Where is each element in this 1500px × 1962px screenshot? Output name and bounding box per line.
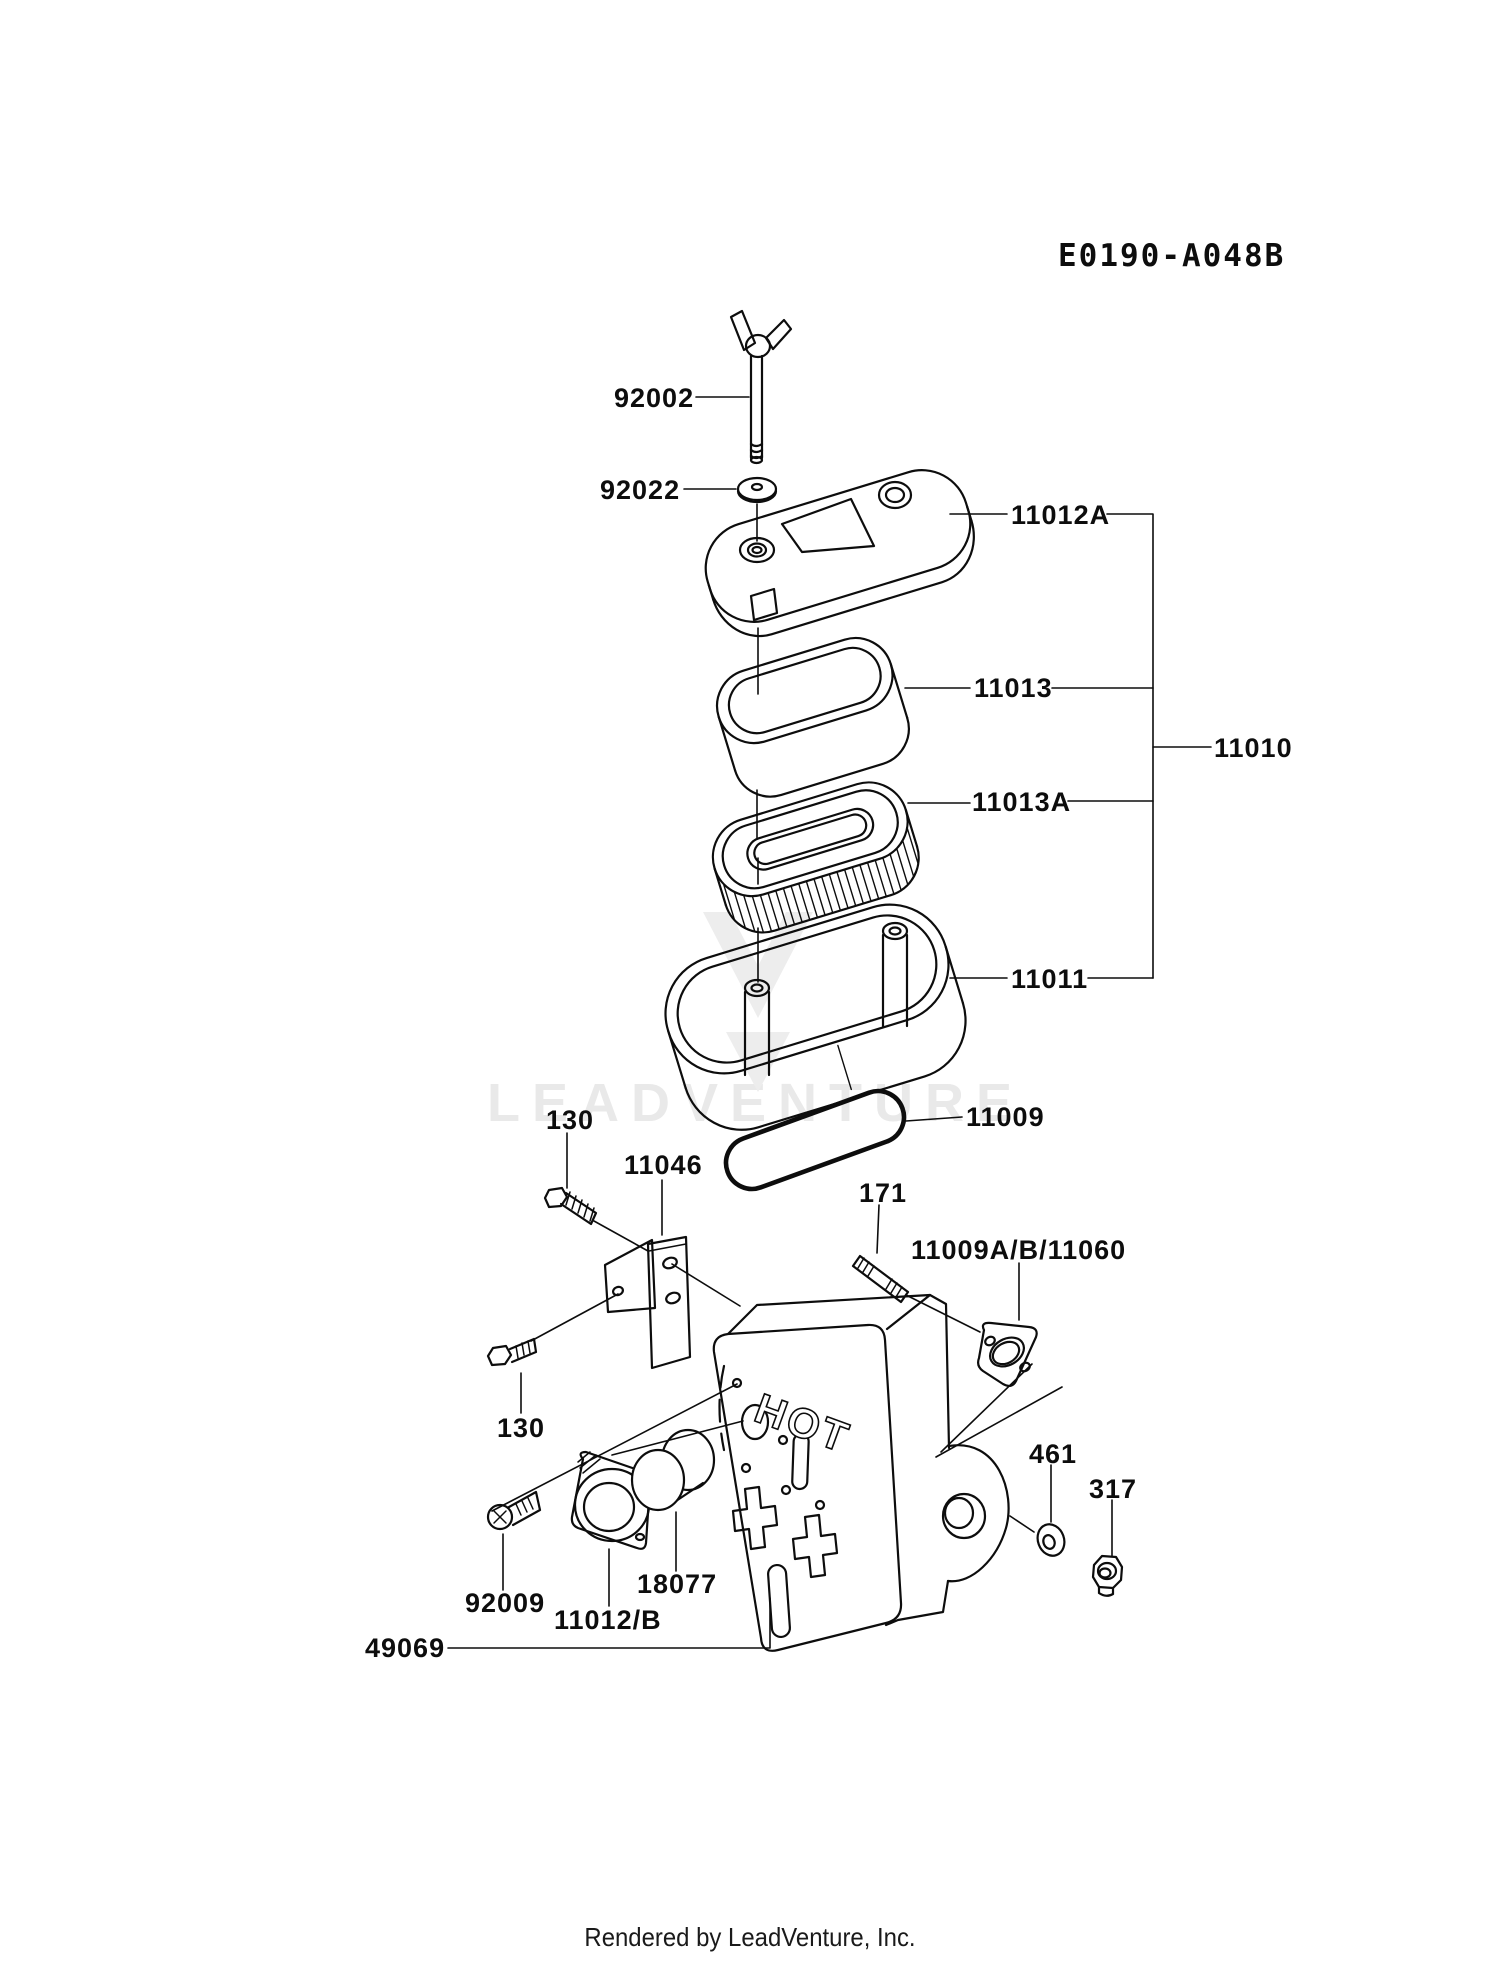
part-label-49069[interactable]: 49069 (365, 1633, 446, 1663)
part-label-461[interactable]: 461 (1029, 1439, 1078, 1469)
muffler-shield-drawing: HOT (712, 1323, 903, 1652)
washer-92022-drawing (736, 476, 778, 504)
part-label-11013A[interactable]: 11013A (972, 787, 1072, 817)
part-label-92002[interactable]: 92002 (614, 383, 695, 413)
part-label-11009[interactable]: 11009 (966, 1102, 1045, 1132)
leadventure-watermark: LEADVENTURE (487, 1073, 1025, 1133)
part-label-92009[interactable]: 92009 (465, 1588, 546, 1618)
part-label-11010[interactable]: 11010 (1214, 733, 1293, 763)
holder-flange-drawing (570, 1450, 652, 1550)
watermark-emblem-icon (703, 912, 813, 1092)
render-credit: Rendered by LeadVenture, Inc. (584, 1922, 916, 1952)
part-label-11012A[interactable]: 11012A (1011, 500, 1111, 530)
exhaust-gasket-drawing (977, 1321, 1038, 1388)
part-label-92022[interactable]: 92022 (600, 475, 681, 505)
diagram-code: E0190-A048B (1058, 238, 1286, 274)
part-label-11011[interactable]: 11011 (1011, 964, 1089, 994)
part-label-130-bottom[interactable]: 130 (497, 1413, 546, 1443)
base-gasket-drawing (723, 1088, 907, 1192)
screw-92009-drawing (486, 1490, 542, 1531)
part-label-171[interactable]: 171 (859, 1178, 908, 1208)
part-label-11012-B[interactable]: 11012/B (554, 1605, 662, 1635)
bolt-130-bottom-drawing (486, 1337, 538, 1367)
air-filter-body-drawing (664, 903, 967, 1131)
dipstick-screw-drawing (729, 309, 793, 465)
washer-461-drawing (1036, 1523, 1066, 1557)
part-label-18077[interactable]: 18077 (637, 1569, 718, 1599)
bracket-drawing (603, 1235, 692, 1370)
part-label-11046[interactable]: 11046 (624, 1150, 703, 1180)
part-label-11009A-B-11060[interactable]: 11009A/B/11060 (911, 1235, 1127, 1265)
part-label-130-top[interactable]: 130 (546, 1105, 595, 1135)
bolt-130-top-drawing (543, 1186, 598, 1226)
nut-317-drawing (1091, 1554, 1124, 1597)
stud-drawing (851, 1254, 910, 1304)
part-label-317[interactable]: 317 (1089, 1474, 1138, 1504)
muffler-body-drawing (726, 1293, 1010, 1627)
foam-element-drawing (715, 636, 910, 798)
spacer-drawing (630, 1428, 716, 1512)
leader-lines (447, 396, 1212, 1649)
paper-element-drawing (711, 781, 920, 934)
part-label-11013[interactable]: 11013 (974, 673, 1053, 703)
